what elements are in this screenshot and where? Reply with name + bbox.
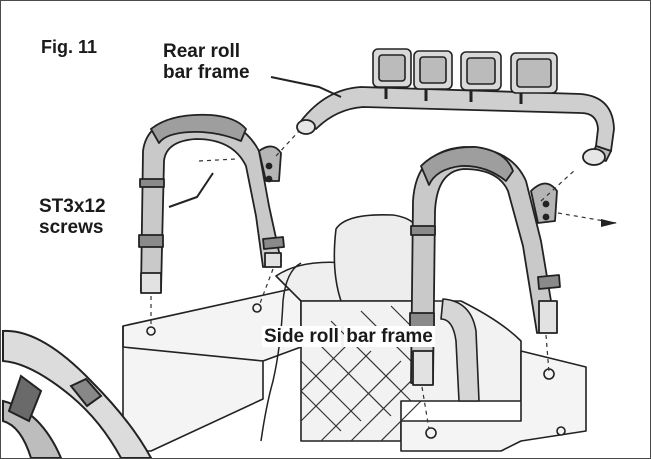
screws-callout: ST3x12 screws <box>39 196 106 238</box>
direction-arrow <box>601 219 617 227</box>
rear-callout-line2: bar frame <box>163 62 250 83</box>
rear-roll-bar-callout: Rear roll bar frame <box>163 41 250 83</box>
side-roll-bar-callout: Side roll bar frame <box>262 326 435 347</box>
screws-callout-line1: ST3x12 <box>39 196 106 217</box>
roof-lights <box>372 48 558 94</box>
seat-quilting <box>300 305 422 442</box>
side-roll-bar-right <box>409 146 561 386</box>
rear-callout-line1: Rear roll <box>163 41 241 62</box>
steering-wheel <box>1 329 153 458</box>
rear-roll-bar <box>296 86 615 166</box>
side-callout-line1: Side roll <box>262 326 341 347</box>
side-callout-line2: bar frame <box>344 326 435 347</box>
screws-callout-line2: screws <box>39 217 104 238</box>
side-roll-bar-left <box>138 113 285 294</box>
figure-label: Fig. 11 <box>41 37 98 58</box>
